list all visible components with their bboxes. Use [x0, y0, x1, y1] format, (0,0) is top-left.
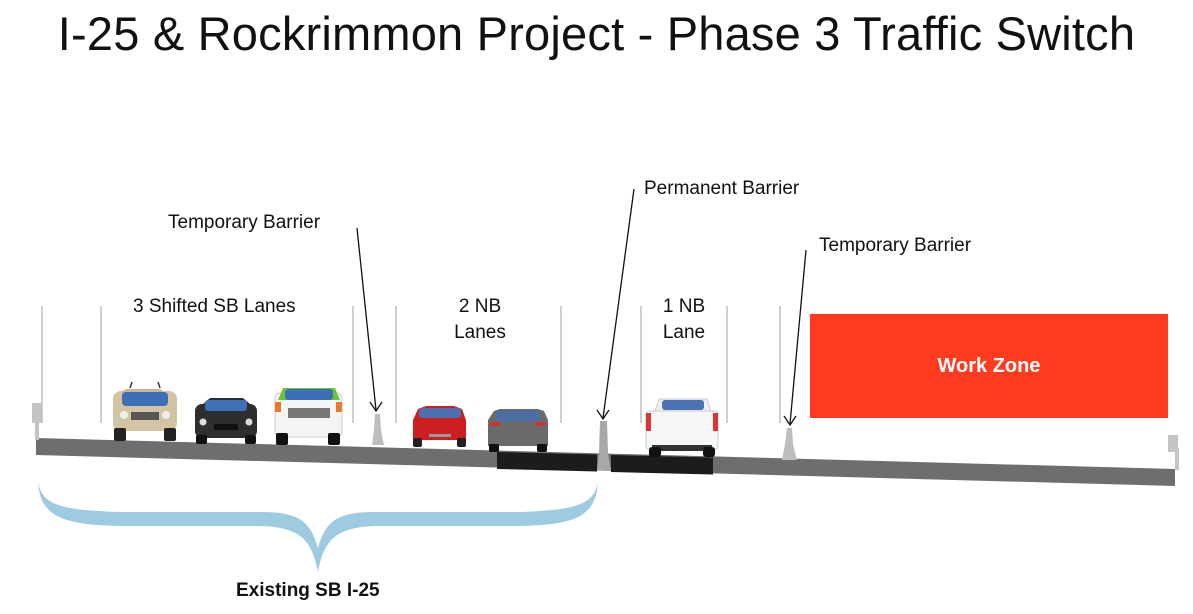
- callout-temporary-barrier-right: Temporary Barrier: [819, 235, 972, 256]
- new-pavement-segment: [611, 455, 713, 475]
- vehicle-gray-sedan: [488, 409, 548, 452]
- callout-arrows: [356, 188, 807, 427]
- lane-group-label-2nb: 2 NB Lanes: [430, 294, 530, 346]
- work-zone-label: Work Zone: [937, 354, 1041, 377]
- lane-group-label-line: 1 NB: [662, 296, 706, 317]
- callout-permanent-barrier: Permanent Barrier: [644, 178, 800, 199]
- lane-dividers: [41, 306, 781, 423]
- page-title: I-25 & Rockrimmon Project - Phase 3 Traf…: [57, 7, 1136, 60]
- callout-temporary-barrier-left: Temporary Barrier: [168, 212, 321, 233]
- permanent-barrier: [597, 421, 611, 470]
- right-parapet: [1168, 435, 1179, 470]
- arrow-temporary-barrier-left: [356, 227, 377, 411]
- vehicle-green-pickup: [274, 388, 343, 445]
- lane-group-label-line: Lane: [662, 322, 706, 343]
- arrowhead: [596, 409, 610, 421]
- new-pavement-segment: [497, 452, 597, 472]
- existing-sb-brace: [38, 482, 598, 572]
- lane-group-label-sb: 3 Shifted SB Lanes: [133, 296, 296, 317]
- work-zone: Work Zone: [810, 314, 1168, 418]
- lane-group-label-1nb: 1 NB Lane: [634, 294, 734, 346]
- arrow-permanent-barrier: [602, 188, 635, 419]
- work-zone-block: [810, 314, 1168, 418]
- arrow-temporary-barrier-right: [789, 249, 807, 425]
- vehicle-white-pickup: [645, 398, 719, 457]
- lane-group-label-line: 2 NB: [458, 296, 502, 317]
- arrowhead: [783, 415, 797, 427]
- vehicle-black-sedan: [195, 398, 257, 444]
- temporary-barrier-right: [782, 428, 797, 460]
- vehicle-red-hatchback: [413, 406, 466, 447]
- arrowhead: [369, 401, 383, 413]
- lane-group-label-line: Lanes: [454, 322, 506, 343]
- left-parapet: [32, 403, 42, 440]
- vehicle-tan-suv: [113, 381, 177, 441]
- existing-sb-label: Existing SB I-25: [236, 580, 380, 601]
- temporary-barrier-left: [372, 414, 384, 445]
